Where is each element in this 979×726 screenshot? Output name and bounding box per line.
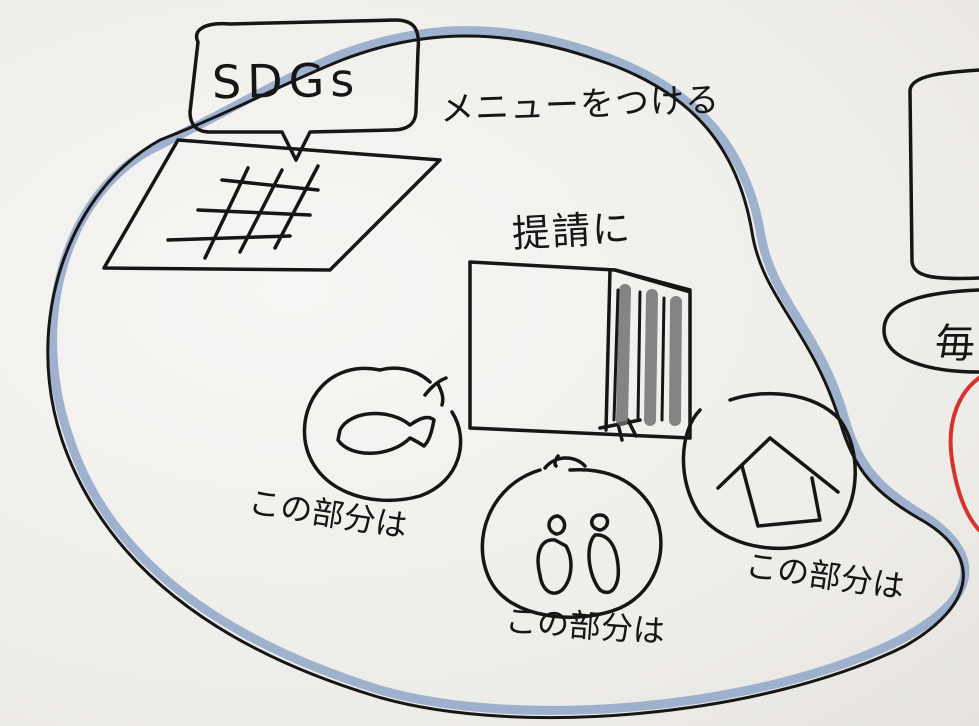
edge-box [882,68,979,374]
edge-fragment: 毎 [935,321,975,367]
blue-region-outline [48,26,970,715]
building-curtain [616,284,682,426]
sdgs-label: SDGs [211,52,361,110]
speech-bubble-icon [188,18,421,162]
people-icon [480,454,663,619]
fish-icon [302,366,463,503]
teikyo-label: 提請に [510,205,634,257]
caption-people: この部分は [503,601,667,651]
menu-note: メニューをつける [439,80,721,130]
red-outline [948,376,979,532]
house-icon [681,391,857,551]
grid-sheet-icon [102,138,442,272]
black-region-outline [46,34,965,720]
